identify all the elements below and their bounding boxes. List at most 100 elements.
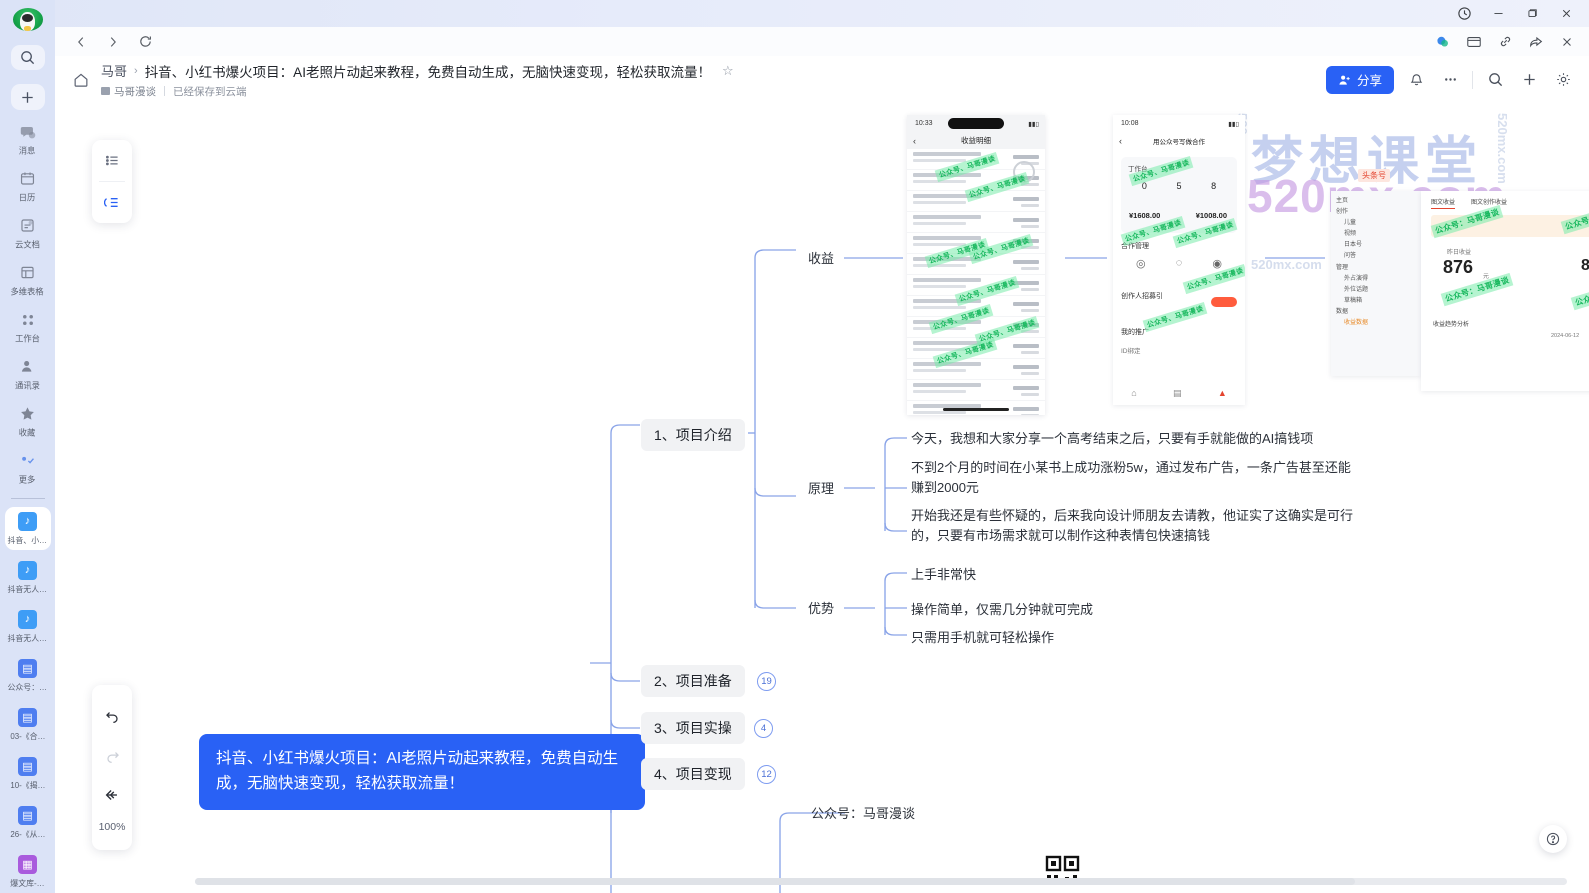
home-icon[interactable]	[63, 71, 99, 89]
doc-item-5[interactable]: ▤ 10-《揭…	[5, 752, 51, 795]
screenshot-dashboard[interactable]: 主页 创作 儿童 视频 日本号 问答 管理 外占演得 外位话题 草稿箱 数据 收…	[1331, 191, 1421, 376]
circle-icon[interactable]: ◉	[1212, 258, 1222, 270]
back-icon[interactable]	[68, 29, 94, 55]
sidebar-item-favorites[interactable]: 收藏	[0, 403, 55, 439]
star-outline-icon[interactable]: ☆	[721, 62, 734, 78]
mindmap-node-2[interactable]: 2、项目准备	[641, 665, 745, 698]
folder-label[interactable]: 马哥漫谈	[101, 84, 156, 99]
gear-icon[interactable]	[1551, 68, 1575, 92]
fit-view-icon[interactable]	[92, 775, 132, 815]
sidebar-item-more[interactable]: 更多	[0, 450, 55, 486]
sidebar-item-contacts[interactable]: 通讯录	[0, 356, 55, 392]
sidebar-item-clouddocs[interactable]: 云文档	[0, 215, 55, 251]
bell-icon[interactable]	[1404, 68, 1428, 92]
mindmap-node-advantage[interactable]: 优势	[808, 601, 835, 616]
menu-item[interactable]: 问答	[1344, 253, 1357, 260]
date-from[interactable]: 2024-06-12	[1551, 333, 1580, 339]
doc-item-4[interactable]: ▤ 03-《合…	[5, 703, 51, 746]
phone-tabbar[interactable]: ⌂ ▤ ▲	[1113, 388, 1245, 399]
close-button[interactable]	[1549, 0, 1583, 27]
menu-item[interactable]: 主页	[1336, 198, 1349, 204]
sidebar-item-calendar[interactable]: 日历	[0, 168, 55, 204]
sidebar-item-messages[interactable]: 消息	[0, 121, 55, 157]
doc-item-0[interactable]: ♪ 抖音、小…	[4, 506, 51, 550]
close-icon[interactable]	[1557, 32, 1577, 52]
doc-item-6[interactable]: ▤ 26-《从…	[5, 801, 51, 844]
mindmap-advantage-item-2[interactable]: 只需用手机就可轻松操作	[911, 630, 1055, 645]
sidebar-item-workspace[interactable]: 工作台	[0, 309, 55, 345]
screenshot-income-list[interactable]: 10:33 ▮▮▯ ‹ 收益明细	[907, 115, 1045, 415]
comment-icon[interactable]	[1433, 32, 1453, 52]
redo-icon[interactable]	[92, 735, 132, 775]
menu-item[interactable]: 管理	[1336, 264, 1349, 271]
doc-item-3[interactable]: ▤ 公众号：…	[5, 654, 51, 697]
grid-icon[interactable]: ▤	[1173, 388, 1182, 398]
sidebar-item-bitable[interactable]: 多维表格	[0, 262, 55, 298]
help-icon[interactable]	[1539, 825, 1567, 853]
share-icon[interactable]	[1526, 32, 1546, 52]
menu-item[interactable]: 草稿箱	[1344, 297, 1363, 304]
menu-item[interactable]: 视频	[1344, 231, 1357, 238]
mindmap-view-icon[interactable]	[92, 182, 132, 223]
doc-item-2[interactable]: ♪ 抖音无人…	[5, 605, 51, 648]
mindmap-root-node[interactable]: 抖音、小红书爆火项目：AI老照片动起来教程，免费自动生成，无脑快速变现，轻松获取…	[199, 734, 645, 810]
back-icon[interactable]: ‹	[913, 135, 916, 146]
forward-icon[interactable]	[100, 29, 126, 55]
stats-row: 0 5 8	[1127, 181, 1231, 191]
search-icon[interactable]	[1483, 68, 1507, 92]
menu-item[interactable]: 外占演得	[1344, 275, 1369, 282]
mindmap-advantage-item-1[interactable]: 操作简单，仅需几分钟就可完成	[911, 602, 1094, 617]
dashboard-tabs[interactable]: 图文收益 图文创作收益	[1431, 197, 1507, 209]
tab-0[interactable]: 图文收益	[1431, 197, 1456, 209]
mindmap-node-1[interactable]: 1、项目介绍	[641, 419, 745, 452]
plus-icon[interactable]	[1517, 68, 1541, 92]
menu-item[interactable]: 儿童	[1344, 220, 1357, 227]
mindmap-node-income[interactable]: 收益	[808, 251, 835, 266]
metric-unit: 元	[1483, 274, 1490, 280]
cta-button[interactable]	[1211, 297, 1237, 307]
dashboard-menu[interactable]: 主页 创作 儿童 视频 日本号 问答 管理 外占演得 外位话题 草稿箱 数据 收…	[1336, 196, 1368, 329]
more-icon[interactable]	[1438, 68, 1462, 92]
mindmap-principle-item-1[interactable]: 不到2个月的时间在小某书上成功涨粉5w，通过发布广告，一条广告甚至还能赚到200…	[911, 460, 1351, 496]
history-icon[interactable]	[1447, 0, 1481, 27]
refresh-icon[interactable]	[132, 29, 158, 55]
menu-item[interactable]: 日本号	[1344, 242, 1363, 249]
search-icon[interactable]	[10, 44, 45, 71]
sidebar-icon[interactable]	[1464, 32, 1484, 52]
home-icon[interactable]: ⌂	[1131, 388, 1137, 398]
screenshot-dashboard-main[interactable]: 图文收益 图文创作收益 昨日收益 876 元 8, 收益趋势分析 2024-06…	[1421, 191, 1589, 391]
maximize-button[interactable]	[1515, 0, 1549, 27]
back-icon[interactable]: ‹	[1119, 135, 1122, 146]
breadcrumb-owner[interactable]: 马哥	[101, 64, 128, 79]
minimize-button[interactable]	[1481, 0, 1515, 27]
horizontal-scrollbar[interactable]	[55, 878, 1575, 885]
mindmap-node-3[interactable]: 3、项目实操	[641, 712, 745, 745]
mindmap-principle-item-2[interactable]: 开始我还是有些怀疑的，后来我向设计师朋友去请教，他证实了这确实是可行的，只要有市…	[911, 508, 1354, 544]
mindmap-advantage-item-0[interactable]: 上手非常快	[911, 567, 977, 582]
doc-item-1[interactable]: ♪ 抖音无人…	[5, 556, 51, 599]
scrollbar-thumb[interactable]	[195, 878, 1355, 885]
tab-1[interactable]: 图文创作收益	[1471, 200, 1508, 206]
profile-icon[interactable]: ▲	[1217, 388, 1227, 398]
mindmap-footer-node[interactable]: 公众号：马哥漫谈	[811, 806, 916, 821]
outline-view-icon[interactable]	[92, 140, 132, 181]
menu-item-active[interactable]: 收益数据	[1344, 320, 1369, 327]
doc-item-label: 公众号：…	[7, 682, 48, 692]
screenshot-account[interactable]: 10:08 ▮▮▯ ‹ 用公众号写做合作 丁作台 0 5 8 ¥1608.00 …	[1113, 115, 1245, 405]
menu-item[interactable]: 数据	[1336, 308, 1349, 315]
avatar[interactable]	[12, 8, 43, 31]
mindmap-canvas[interactable]: 梦想课堂 520mx.com 520mx.com 520mx.com 520mx…	[55, 103, 1589, 893]
doc-item-7[interactable]: ▦ 爆文库-…	[5, 850, 51, 893]
share-button[interactable]: 分享	[1325, 65, 1394, 94]
circle-icon[interactable]: ◌	[1175, 257, 1183, 269]
zoom-level[interactable]: 100%	[98, 821, 126, 833]
undo-icon[interactable]	[92, 695, 132, 735]
menu-item[interactable]: 外位话题	[1344, 286, 1369, 293]
link-icon[interactable]	[1495, 32, 1515, 52]
menu-item[interactable]: 创作	[1336, 209, 1349, 216]
plus-icon[interactable]	[10, 84, 45, 111]
circle-icon[interactable]: ◎	[1136, 258, 1146, 270]
mindmap-node-principle[interactable]: 原理	[808, 481, 835, 496]
mindmap-principle-item-0[interactable]: 今天，我想和大家分享一个高考结束之后，只要有手就能做的AI搞钱项	[911, 431, 1314, 446]
mindmap-node-4[interactable]: 4、项目变现	[641, 758, 745, 791]
